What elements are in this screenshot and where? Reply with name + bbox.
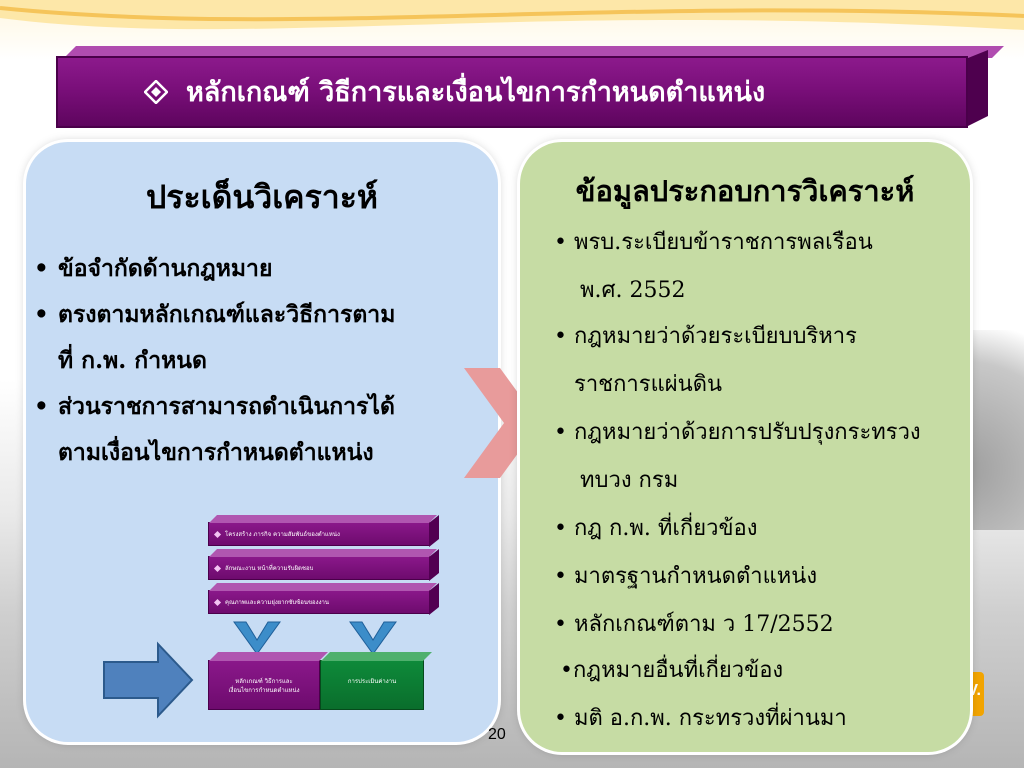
list-item: •ข้อจำกัดด้านกฎหมาย [34, 255, 273, 282]
diagram-bar-quality: คุณภาพและความยุ่งยากซับซ้อนของงาน [208, 590, 430, 614]
list-item-continuation: ตามเงื่อนไขการกำหนดตำแหน่ง [58, 439, 374, 466]
diamond-bullet-icon [213, 530, 222, 539]
slide-title: หลักเกณฑ์ วิธีการและเงื่อนไขการกำหนดตำแห… [186, 77, 766, 108]
list-item-continuation: พ.ศ. 2552 [580, 278, 686, 303]
list-item: • กฎ ก.พ. ที่เกี่ยวข้อง [554, 516, 758, 541]
list-item: • หลักเกณฑ์ตาม ว 17/2552 [554, 612, 834, 637]
diamond-bullet-icon [213, 598, 222, 607]
list-item: • กฎหมายว่าด้วยระเบียบบริหาร [554, 324, 857, 349]
chevron-down-icon [349, 621, 397, 655]
right-panel-heading: ข้อมูลประกอบการวิเคราะห์ [575, 174, 915, 208]
supporting-data-panel: ข้อมูลประกอบการวิเคราะห์ • พรบ.ระเบียบข้… [520, 142, 970, 752]
diamond-bullet-icon [144, 80, 168, 104]
list-item: •กฎหมายอื่นที่เกี่ยวข้อง [560, 658, 784, 683]
diagram-box-job-evaluation: การประเมินค่างาน [320, 660, 424, 710]
diamond-bullet-icon [213, 564, 222, 573]
page-number: 20 [488, 726, 506, 743]
left-panel-heading: ประเด็นวิเคราะห์ [145, 178, 379, 216]
list-item: •ส่วนราชการสามารถดำเนินการได้ [34, 393, 395, 420]
list-item-continuation: ราชการแผ่นดิน [574, 372, 723, 397]
list-item: • มาตรฐานกำหนดตำแหน่ง [554, 564, 818, 589]
diagram-bar-job-nature: ลักษณะงาน หน้าที่ความรับผิดชอบ [208, 556, 430, 580]
background-wave [0, 0, 1024, 30]
list-item: • พรบ.ระเบียบข้าราชการพลเรือน [554, 230, 873, 255]
analysis-issues-list: •ข้อจำกัดด้านกฎหมาย •ตรงตามหลักเกณฑ์และว… [34, 246, 494, 476]
diagram-bar-structure: โครงสร้าง ภารกิจ ความสัมพันธ์ของตำแหน่ง [208, 522, 430, 546]
chevron-down-icon [233, 621, 281, 655]
list-item-continuation: ทบวง กรม [580, 468, 679, 493]
arrow-right-icon [103, 641, 194, 719]
list-item-continuation: ที่ ก.พ. กำหนด [58, 347, 207, 374]
list-item: •ตรงตามหลักเกณฑ์และวิธีการตาม [34, 301, 396, 328]
diagram-box-criteria: หลักเกณฑ์ วิธีการและ เงื่อนไขการกำหนดตำแ… [208, 660, 320, 710]
list-item: • มติ อ.ก.พ. กระทรวงที่ผ่านมา [554, 706, 847, 731]
title-banner: หลักเกณฑ์ วิธีการและเงื่อนไขการกำหนดตำแห… [56, 46, 1004, 130]
list-item: • กฎหมายว่าด้วยการปรับปรุงกระทรวง [554, 420, 921, 445]
